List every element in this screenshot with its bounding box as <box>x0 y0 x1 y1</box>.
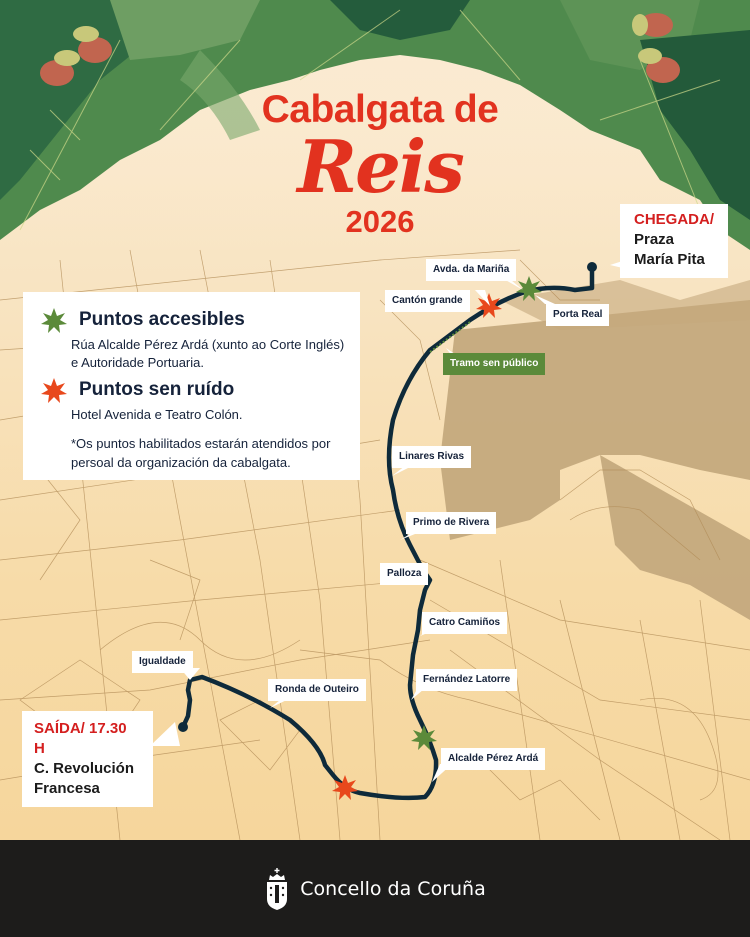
legend-quiet: Puntos sen ruído <box>41 376 346 406</box>
finish-place-line-1: Praza <box>634 231 675 248</box>
poster-title: Cabalgata de Reis 2026 <box>220 88 540 242</box>
no-public-section <box>429 321 471 353</box>
parade-route <box>180 265 595 801</box>
start-street-line-2: Francesa <box>34 780 100 797</box>
legend-accessible-description: Rúa Alcalde Pérez Ardá (xunto ao Corte I… <box>71 337 345 370</box>
title-main: Reis <box>297 124 465 209</box>
quiet-point-star-icon <box>476 293 502 318</box>
label-porta-real: Porta Real <box>546 304 610 326</box>
organization-name: Concello da Coruña <box>300 877 486 900</box>
label-fernandez-latorre: Fernández Latorre <box>416 669 518 691</box>
label-tramo-sen-publico: Tramo sen público <box>443 353 546 375</box>
finish-place-line-2: María Pita <box>634 251 705 268</box>
finish-label: CHEGADA/ <box>634 211 715 228</box>
legend-accessible: Puntos accesibles <box>41 306 346 336</box>
oak-leaves-decoration <box>0 0 750 250</box>
accessible-point-star-icon <box>411 725 437 750</box>
accessible-point-star-icon <box>516 276 542 301</box>
finish-callout: CHEGADA/ Praza María Pita <box>620 204 728 278</box>
quiet-point-star-icon <box>332 775 358 800</box>
label-canton-grande: Cantón grande <box>385 290 470 312</box>
label-ronda-de-outeiro: Ronda de Outeiro <box>268 679 366 701</box>
finish-point-marker <box>587 262 597 272</box>
start-callout: SAÍDA/ 17.30 H C. Revolución Francesa <box>22 711 153 807</box>
legend-quiet-description: Hotel Avenida e Teatro Colón. <box>71 407 243 422</box>
label-avda-da-marina: Avda. da Mariña <box>426 259 517 281</box>
label-igualdade: Igualdade <box>132 651 193 673</box>
footer-brand: Concello da Coruña <box>264 867 486 911</box>
orange-star-icon <box>41 378 67 403</box>
city-crest-icon <box>267 867 288 910</box>
label-palloza: Palloza <box>380 563 429 585</box>
legend-box: Puntos accesibles Rúa Alcalde Pérez Ardá… <box>23 292 360 480</box>
start-street-line-1: C. Revolución <box>34 760 135 777</box>
legend-note: *Os puntos habilitados estarán atendidos… <box>71 436 331 470</box>
acorn-icon <box>40 13 680 86</box>
title-year: 2026 <box>345 204 415 239</box>
footer: Concello da Coruña <box>0 840 750 937</box>
title-line-1: Cabalgata de <box>261 88 499 131</box>
start-point-marker <box>178 722 188 732</box>
legend-accessible-heading: Puntos accesibles <box>79 309 245 330</box>
green-star-icon <box>41 308 67 333</box>
start-time: SAÍDA/ 17.30 H <box>34 720 127 757</box>
label-primo-de-rivera: Primo de Rivera <box>406 512 497 534</box>
label-linares-rivas: Linares Rivas <box>392 446 472 468</box>
poster: Cabalgata de Reis 2026 Puntos accesibles… <box>0 0 750 840</box>
label-catro-caminos: Catro Camiños <box>422 612 508 634</box>
label-alcalde-perez-arda: Alcalde Pérez Ardá <box>441 748 546 770</box>
legend-quiet-heading: Puntos sen ruído <box>79 379 235 400</box>
